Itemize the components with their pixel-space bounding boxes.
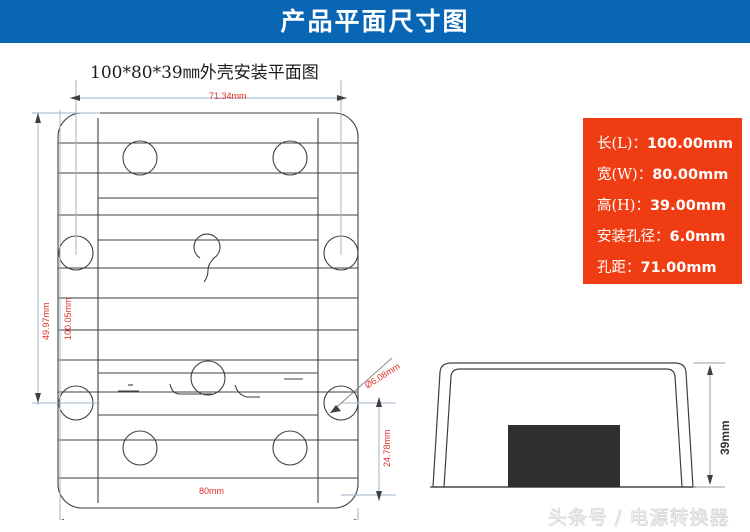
side-housing-inner-wall xyxy=(443,368,683,488)
center-hole-lower xyxy=(190,360,226,396)
spec-value-hole-spacing: 71.00mm xyxy=(640,260,717,276)
spec-label-width: 宽(W)： xyxy=(597,167,653,183)
watermark: 头条号 / 电源转换器 xyxy=(548,507,730,530)
dimension-side-height: 39mm xyxy=(718,420,732,455)
mounting-hole-bottom-left xyxy=(122,430,158,466)
specification-box: 长(L)：100.00mm 宽(W)：80.00mm 高(H)：39.00mm … xyxy=(583,118,742,284)
mounting-hole-top-right xyxy=(272,140,308,176)
dimension-left-outer-height: 49.97mm xyxy=(41,302,51,340)
cable-gland-detail xyxy=(193,233,221,283)
spec-value-length: 100.00mm xyxy=(646,136,734,152)
surface-marks xyxy=(118,378,303,398)
housing-outline xyxy=(57,112,359,509)
plan-view-title: 100*80*39㎜外壳安装平面图 xyxy=(90,63,319,83)
diameter-leader-line xyxy=(329,357,393,414)
spec-row-height: 高(H)：39.00mm xyxy=(597,191,742,222)
dimension-bottom-width: 80mm xyxy=(199,486,225,496)
side-housing-outline xyxy=(432,362,694,488)
dimension-left-inner-height: 100.05mm xyxy=(63,297,73,340)
spec-row-length: 长(L)：100.00mm xyxy=(597,129,742,160)
mounting-hole-bottom-right xyxy=(272,430,308,466)
spec-label-hole-diameter: 安装孔径： xyxy=(597,229,670,245)
plan-view-drawing xyxy=(32,80,396,520)
spec-value-width: 80.00mm xyxy=(652,167,729,183)
side-label-block xyxy=(508,425,620,487)
spec-row-hole-diameter: 安装孔径：6.0mm xyxy=(597,222,742,253)
dimension-top-width: 71.34mm xyxy=(209,91,247,101)
dimension-right-lower-height: 24.78mm xyxy=(382,429,392,467)
spec-label-height: 高(H)： xyxy=(597,198,650,214)
spec-label-length: 长(L)： xyxy=(597,136,647,152)
page-title: 产品平面尺寸图 xyxy=(280,7,470,36)
side-view-drawing xyxy=(430,362,725,488)
spec-row-hole-spacing: 孔距：71.00mm xyxy=(597,253,742,284)
mounting-hole-top-left xyxy=(122,140,158,176)
spec-label-hole-spacing: 孔距： xyxy=(597,260,641,276)
dimension-arrowheads xyxy=(35,95,382,520)
spec-row-width: 宽(W)：80.00mm xyxy=(597,160,742,191)
spec-value-hole-diameter: 6.0mm xyxy=(669,229,726,245)
header-banner xyxy=(0,0,750,43)
spec-value-height: 39.00mm xyxy=(649,198,727,214)
